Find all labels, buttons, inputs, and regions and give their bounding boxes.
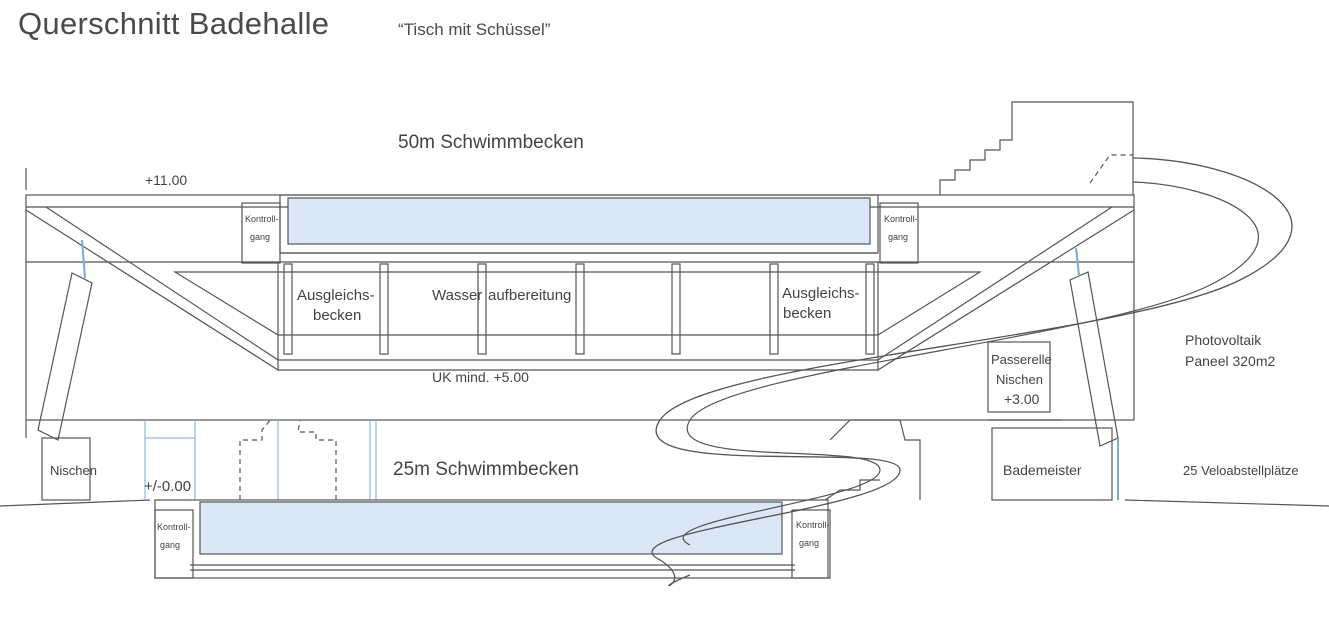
label-ausgleich-right-1: Ausgleichs- bbox=[782, 285, 860, 302]
label-bademeister: Bademeister bbox=[1003, 462, 1082, 478]
ground-line-left bbox=[0, 499, 151, 507]
label-wasser: Wasser bbox=[432, 287, 482, 304]
label-pool-25m: 25m Schwimmbecken bbox=[393, 459, 579, 480]
label-kontroll-ul-1: Kontroll- bbox=[245, 214, 279, 224]
rooftop-stairs bbox=[939, 101, 1134, 195]
label-uk: UK mind. +5.00 bbox=[432, 369, 529, 385]
label-level-ground: +/-0.00 bbox=[144, 478, 191, 495]
ground-line-right bbox=[1124, 499, 1329, 507]
kontrollgang-lower-right bbox=[791, 509, 831, 579]
kontrollgang-upper-left bbox=[241, 202, 281, 264]
kontrollgang-lower-left bbox=[154, 509, 194, 579]
label-kontroll-lr-1: Kontroll- bbox=[796, 520, 830, 530]
label-pv-2: Paneel 320m2 bbox=[1185, 353, 1276, 369]
label-level-passerelle: +3.00 bbox=[1004, 391, 1040, 407]
label-ausgleich-left-1: Ausgleichs- bbox=[297, 287, 375, 304]
label-kontroll-ll-1: Kontroll- bbox=[157, 522, 191, 532]
label-velo: 25 Veloabstellplätze bbox=[1183, 463, 1299, 478]
label-kontroll-ur-1: Kontroll- bbox=[884, 214, 918, 224]
label-level-top: +11.00 bbox=[145, 172, 187, 188]
label-pv-1: Photovoltaik bbox=[1185, 332, 1262, 348]
water-slide bbox=[651, 157, 1293, 587]
label-kontroll-ur-2: gang bbox=[888, 232, 908, 242]
label-passerelle-1: Passerelle bbox=[991, 352, 1052, 367]
diagonal-truss-right bbox=[877, 206, 1135, 372]
bademeister-box bbox=[991, 427, 1113, 501]
label-ausgleich-right-2: becken bbox=[783, 305, 831, 322]
label-kontroll-ll-2: gang bbox=[160, 540, 180, 550]
left-pillar bbox=[37, 272, 93, 441]
nischen-left-box bbox=[41, 437, 91, 501]
label-kontroll-lr-2: gang bbox=[799, 538, 819, 548]
label-ausgleich-left-2: becken bbox=[313, 307, 361, 324]
label-nischen: Nischen bbox=[50, 463, 97, 478]
pool-25m-water bbox=[199, 501, 783, 555]
pool-50m-water bbox=[287, 197, 871, 245]
diagonal-truss-left bbox=[25, 206, 279, 372]
label-kontroll-ul-2: gang bbox=[250, 232, 270, 242]
page-title: Querschnitt Badehalle bbox=[18, 6, 330, 41]
label-passerelle-2: Nischen bbox=[996, 372, 1043, 387]
page-subtitle: “Tisch mit Schüssel” bbox=[398, 20, 551, 39]
label-aufbereitung: aufbereitung bbox=[488, 287, 571, 304]
passerelle-box bbox=[987, 341, 1051, 413]
column-group bbox=[283, 263, 875, 355]
kontrollgang-upper-right bbox=[879, 202, 919, 264]
label-pool-50m: 50m Schwimmbecken bbox=[398, 132, 584, 153]
